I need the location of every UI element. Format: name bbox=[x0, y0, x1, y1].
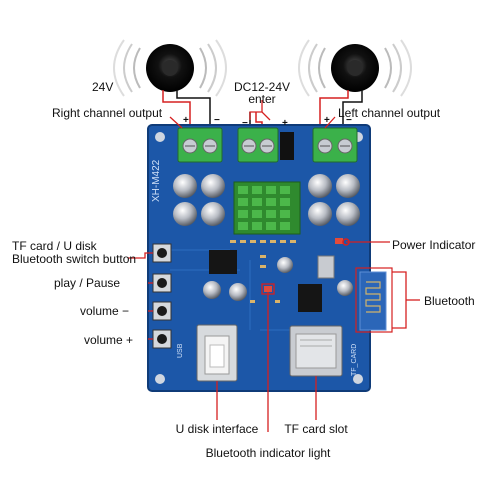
board-model: XH-M422 bbox=[151, 159, 162, 202]
chip-a bbox=[209, 250, 237, 274]
smd-parts bbox=[230, 240, 296, 303]
board-silk-usb: USB bbox=[177, 343, 184, 358]
label-tf-udisk: TF card / U disk bbox=[12, 239, 97, 253]
button-play-pause[interactable] bbox=[152, 273, 172, 293]
label-power-indicator: Power Indicator bbox=[392, 238, 476, 252]
bt-led-marker bbox=[261, 283, 275, 295]
heatsink bbox=[233, 181, 301, 235]
label-u-disk-interface: U disk interface bbox=[175, 422, 259, 436]
power-led bbox=[335, 238, 343, 244]
terminal-dc-input[interactable] bbox=[237, 127, 279, 163]
label-tf-card-slot: TF card slot bbox=[284, 422, 348, 436]
label-bt-switch: Bluetooth switch button bbox=[12, 252, 137, 266]
plus-sign-left: + bbox=[324, 115, 330, 126]
terminal-left-output[interactable] bbox=[312, 127, 358, 163]
label-dc-input-line2: enter bbox=[248, 92, 276, 106]
plus-sign-right: + bbox=[183, 115, 189, 126]
label-volume-down: volume − bbox=[80, 304, 130, 318]
bt-module-marker bbox=[355, 267, 393, 333]
minus-sign-left: − bbox=[346, 115, 352, 126]
crystal bbox=[317, 255, 335, 279]
speaker-left-icon bbox=[298, 39, 412, 97]
plus-sign-dc: + bbox=[282, 118, 288, 129]
label-left-channel-output: Left channel output bbox=[338, 106, 441, 120]
button-tf-udisk[interactable] bbox=[152, 243, 172, 263]
label-right-channel-output: Right channel output bbox=[52, 106, 163, 120]
speaker-right-icon bbox=[113, 39, 227, 97]
label-bluetooth: Bluetooth bbox=[424, 294, 475, 308]
chip-mcu bbox=[298, 284, 322, 312]
terminal-right-output[interactable] bbox=[177, 127, 223, 163]
label-24v: 24V bbox=[92, 80, 114, 94]
capacitors bbox=[173, 174, 360, 301]
button-volume-down[interactable] bbox=[152, 301, 172, 321]
board-silk-tf: TF_CARD bbox=[351, 343, 358, 376]
power-led-marker bbox=[342, 238, 350, 246]
label-volume-up: volume + bbox=[84, 333, 134, 347]
bluetooth-led bbox=[264, 286, 272, 292]
minus-sign-dc: − bbox=[242, 118, 248, 129]
minus-sign-right: − bbox=[214, 115, 220, 126]
bluetooth-module bbox=[359, 271, 387, 331]
usb-port[interactable] bbox=[196, 324, 238, 382]
label-play-pause: play / Pause bbox=[54, 276, 121, 290]
speaker-wires bbox=[162, 90, 363, 128]
label-bt-indicator-light: Bluetooth indicator light bbox=[205, 446, 331, 460]
label-dc-input-line1: DC12-24V bbox=[233, 80, 291, 94]
button-volume-up[interactable] bbox=[152, 329, 172, 349]
leader-lines bbox=[128, 100, 420, 432]
voltage-regulator bbox=[280, 132, 294, 160]
tf-card-slot[interactable] bbox=[289, 325, 343, 377]
